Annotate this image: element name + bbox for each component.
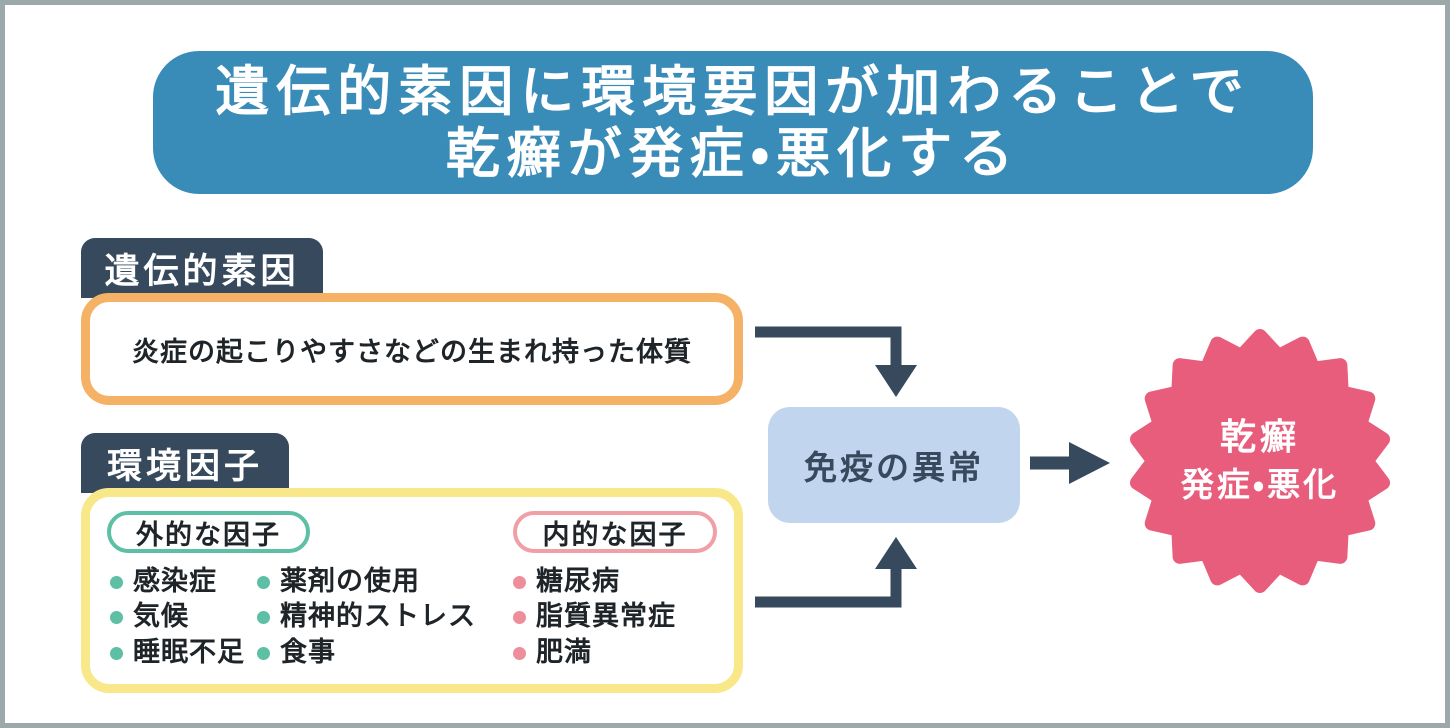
external-item-label: 薬剤の使用 [280,566,420,597]
outcome-line-2: 発症・悪化 [1180,465,1340,504]
internal-item-label: 糖尿病 [536,566,620,597]
internal-item-label: 脂質異常症 [536,601,676,632]
outcome-text: 乾癬 発症・悪化 [1127,328,1393,594]
title-banner: 遺伝的素因に環境要因が加わることで 乾癬が発症・悪化する [153,51,1313,194]
immune-abnormality-box: 免疫の異常 [768,407,1020,523]
outcome-line-1: 乾癬 [1219,417,1300,458]
title-line-1: 遺伝的素因に環境要因が加わることで [215,59,1251,123]
list-item: 薬剤の使用 [257,566,420,598]
teal-bullet-icon [257,646,270,660]
teal-bullet-icon [257,575,270,589]
starburst-seal-icon [1129,329,1391,593]
external-item-label: 気候 [133,601,189,632]
internal-factors-label: 内的な因子 [542,519,688,551]
teal-bullet-icon [110,610,123,624]
genetic-factor-description: 炎症の起こりやすさなどの生まれ持った体質 [132,336,692,368]
list-item: 糖尿病 [513,566,620,598]
genetic-factor-label: 遺伝的素因 [104,251,300,292]
arrow-immune-to-outcome [1030,442,1110,484]
teal-bullet-icon [110,646,123,660]
external-factors-label: 外的な因子 [136,519,281,551]
external-factors-pill: 外的な因子 [107,511,310,553]
teal-bullet-icon [257,610,270,624]
external-item-label: 感染症 [133,566,217,597]
internal-item-label: 肥満 [536,637,592,668]
list-item: 感染症 [110,566,217,598]
list-item: 睡眠不足 [110,637,245,669]
external-item-label: 精神的ストレス [280,601,476,632]
internal-factors-pill: 内的な因子 [513,511,717,553]
list-item: 気候 [110,601,189,633]
list-item: 精神的ストレス [257,601,476,633]
genetic-factor-box: 炎症の起こりやすさなどの生まれ持った体質 [81,293,743,405]
environment-factor-label: 環境因子 [106,446,263,487]
genetic-factor-tab: 遺伝的素因 [81,238,323,298]
external-item-label: 睡眠不足 [133,637,245,668]
arrow-genetic-to-immune [755,326,917,397]
list-item: 食事 [257,637,336,669]
teal-bullet-icon [110,575,123,589]
immune-abnormality-label: 免疫の異常 [804,448,984,487]
external-item-label: 食事 [280,637,336,668]
arrow-environment-to-immune [755,537,917,608]
title-line-2: 乾癬が発症・悪化する [445,121,1021,185]
list-item: 脂質異常症 [513,601,676,633]
environment-factor-tab: 環境因子 [81,433,289,493]
pink-bullet-icon [513,610,526,624]
pink-bullet-icon [513,646,526,660]
list-item: 肥満 [513,637,592,669]
pink-bullet-icon [513,575,526,589]
outcome-starburst: 乾癬 発症・悪化 [1127,328,1393,594]
